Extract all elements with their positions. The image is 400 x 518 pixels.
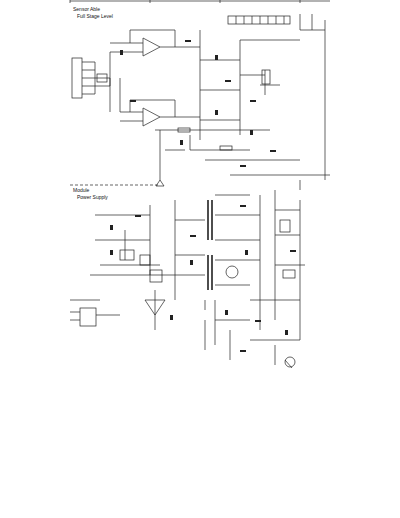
component-mark — [180, 140, 183, 145]
component-mark — [225, 310, 228, 315]
component-mark — [185, 40, 191, 42]
component-mark — [170, 315, 173, 320]
component-mark — [215, 55, 218, 60]
component-marks — [110, 40, 296, 352]
schematic-label: Sensor Able — [72, 6, 101, 12]
schematic-label: Power Supply — [76, 194, 109, 200]
schematic-label: Module — [72, 187, 90, 193]
component-mark — [255, 320, 261, 322]
component-mark — [240, 350, 246, 352]
component-mark — [290, 250, 296, 252]
component-mark — [135, 215, 141, 217]
schematic-label: Full Stage Level — [76, 13, 114, 19]
component-mark — [130, 100, 136, 102]
component-mark — [120, 50, 123, 55]
component-mark — [225, 80, 231, 82]
component-mark — [270, 150, 276, 152]
component-mark — [110, 250, 113, 255]
component-mark — [215, 110, 218, 115]
component-mark — [285, 330, 288, 335]
component-mark — [190, 235, 196, 237]
component-mark — [250, 100, 256, 102]
component-mark — [240, 165, 246, 167]
component-mark — [190, 260, 193, 265]
component-mark — [110, 225, 113, 230]
component-mark — [240, 205, 246, 207]
component-mark — [245, 250, 248, 255]
component-mark — [250, 130, 253, 135]
